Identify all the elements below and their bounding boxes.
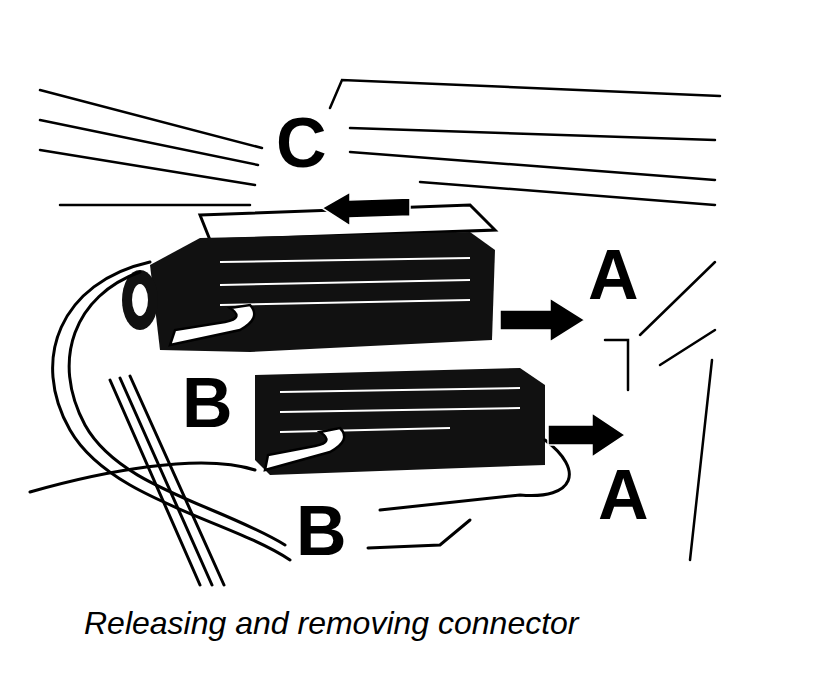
upper-connector: [122, 205, 495, 352]
wiring: [30, 262, 569, 585]
callout-letter: A: [588, 240, 639, 310]
callout-letter: A: [598, 460, 649, 530]
direction-arrows: [322, 192, 625, 457]
background-lines: [40, 80, 720, 560]
release-tool: [170, 305, 344, 470]
lower-connector: [255, 368, 545, 475]
callout-letter: B: [182, 368, 233, 438]
callout-letter: C: [276, 108, 327, 178]
callout-letter: B: [296, 496, 347, 566]
figure-caption: Releasing and removing connector: [84, 606, 579, 641]
